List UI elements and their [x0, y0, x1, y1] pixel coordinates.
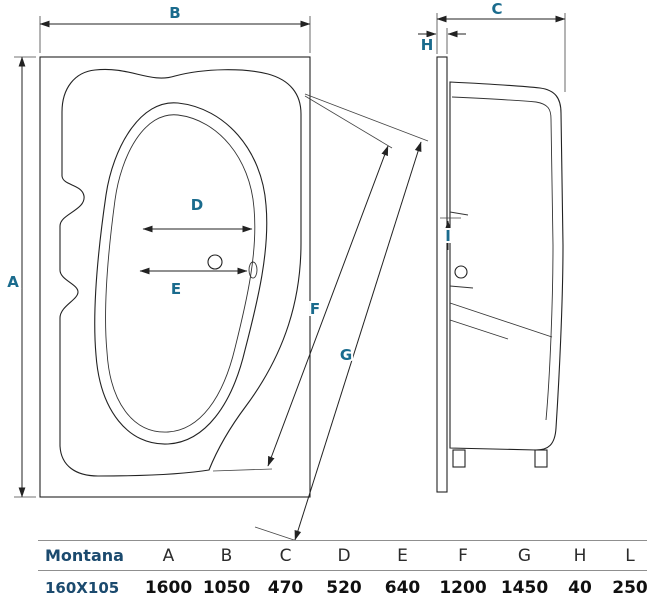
tub-side-outline: [449, 81, 564, 451]
dim-label-h: H: [421, 36, 434, 54]
table-top-rule: [38, 540, 647, 541]
table-value-row: 160X105 1600 1050 470 520 640 1200 1450 …: [0, 571, 655, 605]
col-header-c: C: [279, 545, 292, 566]
seat-slope-line-2: [449, 319, 509, 340]
tub-outer-rim: [59, 68, 302, 477]
dimension-lines: [14, 13, 566, 540]
plan-view: [39, 56, 311, 498]
dim-label-e: E: [171, 280, 181, 298]
value-e: 640: [384, 578, 421, 598]
value-d: 520: [326, 578, 362, 598]
seat-slope-line-1: [449, 302, 553, 338]
dimension-labels: B A C D E F G H I: [5, 0, 504, 366]
foot-left: [452, 449, 466, 468]
value-l: 250: [612, 578, 648, 598]
shelf-line: [449, 285, 474, 289]
tub-side-inner-rim: [451, 96, 554, 421]
front-panel: [436, 56, 448, 493]
jet-plan: [248, 261, 258, 279]
table-header-row: Montana A B C D E F G H L: [0, 541, 655, 570]
bathtub-technical-drawing: B A C D E F G H I: [5, 0, 566, 540]
side-view: [436, 56, 564, 493]
table-mid-rule: [38, 570, 647, 571]
dim-label-i: I: [445, 227, 451, 245]
value-h: 40: [568, 578, 592, 598]
basin-outline: [94, 102, 268, 445]
dim-label-c: C: [491, 0, 502, 18]
col-header-a: A: [162, 545, 175, 566]
drain-plan: [207, 254, 223, 270]
value-g: 1450: [500, 578, 549, 598]
col-header-b: B: [220, 545, 233, 566]
basin-inner-contour: [105, 114, 256, 433]
spec-table: Montana A B C D E F G H L 160X105 1600 1…: [0, 540, 655, 605]
dim-label-f: F: [310, 300, 320, 318]
value-f: 1200: [439, 578, 487, 598]
dimension-line-g: [294, 141, 422, 540]
dim-label-b: B: [169, 4, 180, 22]
dim-label-g: G: [340, 346, 352, 364]
model-size: 160X105: [45, 579, 120, 597]
model-name: Montana: [45, 546, 124, 565]
col-header-g: G: [517, 545, 532, 566]
dimension-line-f: [267, 145, 389, 467]
value-a: 1600: [144, 578, 193, 598]
dim-label-d: D: [191, 196, 203, 214]
dim-label-a: A: [7, 273, 19, 291]
col-header-l: L: [625, 545, 635, 566]
drain-side: [454, 265, 468, 279]
col-header-d: D: [337, 545, 351, 566]
value-b: 1050: [202, 578, 251, 598]
rim-reference-line: [449, 211, 469, 216]
col-header-h: H: [573, 545, 587, 566]
col-header-f: F: [458, 545, 468, 566]
value-c: 470: [267, 578, 304, 598]
foot-right: [534, 449, 548, 468]
col-header-e: E: [397, 545, 408, 566]
